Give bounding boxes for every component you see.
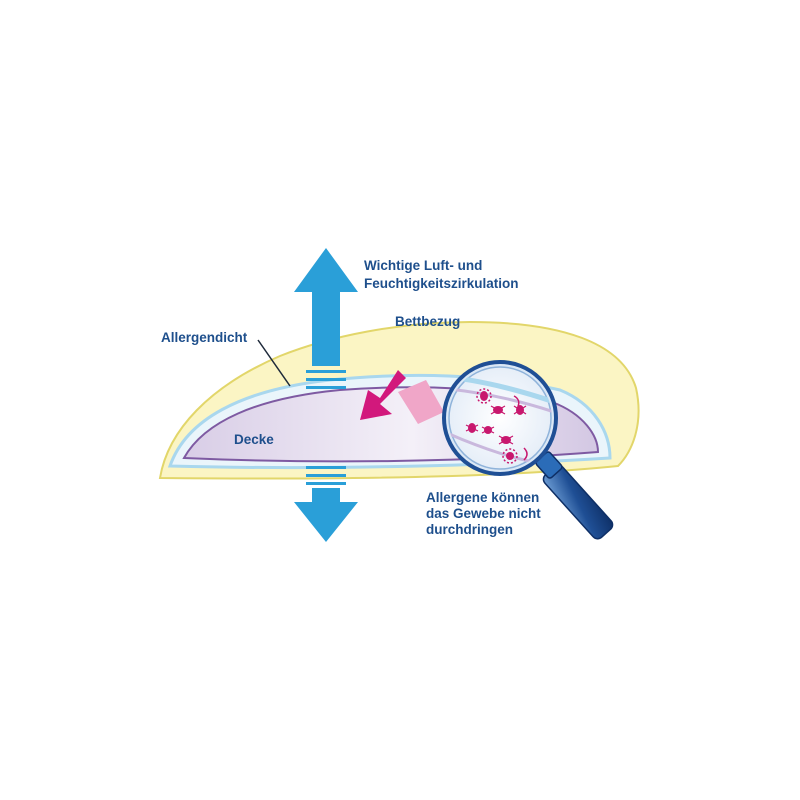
decke-label: Decke xyxy=(234,432,274,447)
air-circulation-label-line2: Feuchtigkeitszirkulation xyxy=(364,276,519,291)
allergendicht-leader-line xyxy=(257,339,291,387)
penetration-label-line3: durchdringen xyxy=(426,522,513,537)
penetration-label-line1: Allergene können xyxy=(426,490,540,505)
up-arrow-icon xyxy=(294,248,358,389)
allergendicht-label: Allergendicht xyxy=(161,330,248,345)
down-arrow-icon xyxy=(294,466,358,542)
magnifier-icon xyxy=(442,360,614,540)
dust-mite-icon xyxy=(465,388,528,464)
penetration-label-line2: das Gewebe nicht xyxy=(426,506,541,521)
blocked-arrow-icon xyxy=(360,370,444,424)
bettbezug-label: Bettbezug xyxy=(395,314,461,329)
air-circulation-label-line1: Wichtige Luft- und xyxy=(364,258,483,273)
